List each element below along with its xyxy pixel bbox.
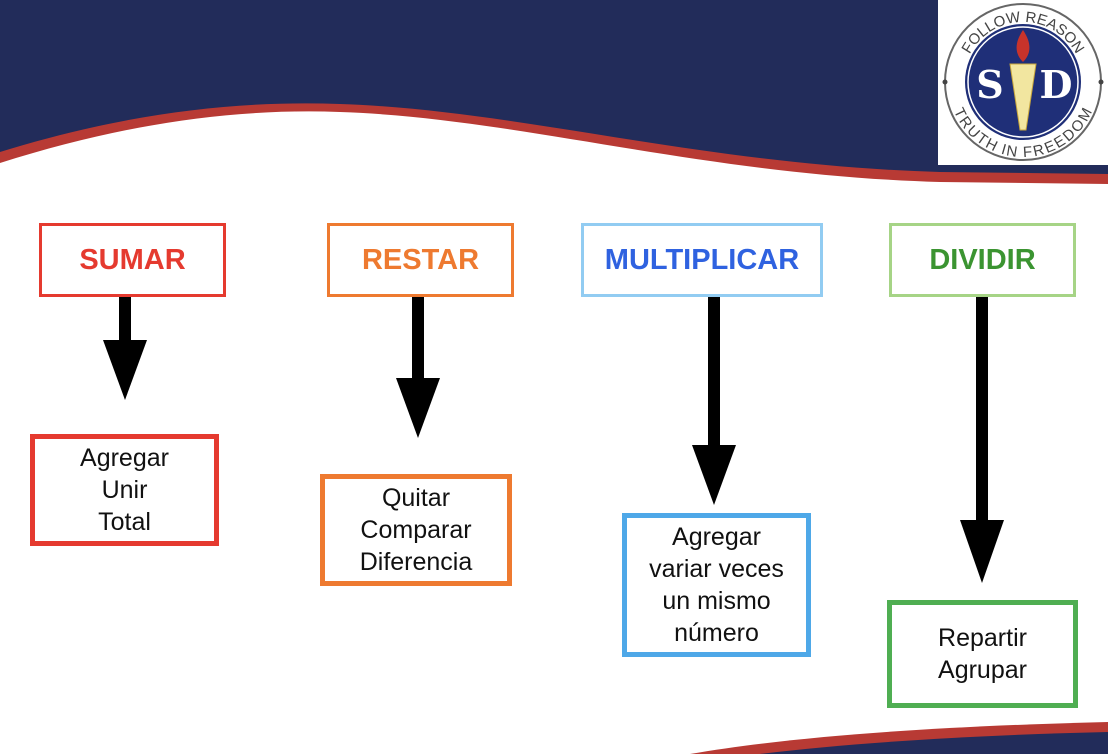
keywords-box-restar: Quitar Comparar Diferencia (320, 474, 512, 586)
keywords-box-sumar: Agregar Unir Total (30, 434, 219, 546)
footer-navy-band (760, 732, 1108, 754)
keyword: Unir (101, 476, 148, 504)
school-logo: FOLLOW REASON TRUTH IN FREEDOM S D (938, 0, 1108, 165)
keyword: Comparar (360, 516, 472, 544)
keyword: Diferencia (359, 548, 473, 576)
keywords-box-multiplicar: Agregar variar veces un mismo número (622, 513, 811, 657)
keywords-box-dividir: Repartir Agrupar (887, 600, 1078, 708)
keyword: Quitar (381, 484, 451, 512)
keyword: un mismo (662, 587, 771, 615)
svg-text:D: D (1040, 62, 1073, 107)
header-navy-band (0, 0, 1108, 174)
keyword: Agregar (80, 444, 169, 472)
keyword: Agregar (672, 523, 761, 551)
operation-title-multiplicar: MULTIPLICAR (581, 223, 823, 297)
keyword: número (674, 619, 759, 647)
keyword: Agrupar (938, 656, 1027, 684)
svg-text:S: S (976, 62, 1003, 107)
operation-title-restar: RESTAR (327, 223, 514, 297)
keyword: Total (98, 508, 151, 536)
operation-title-dividir: DIVIDIR (889, 223, 1076, 297)
keyword: variar veces (649, 555, 784, 583)
keyword: Repartir (938, 624, 1027, 652)
operation-title-sumar: SUMAR (39, 223, 226, 297)
